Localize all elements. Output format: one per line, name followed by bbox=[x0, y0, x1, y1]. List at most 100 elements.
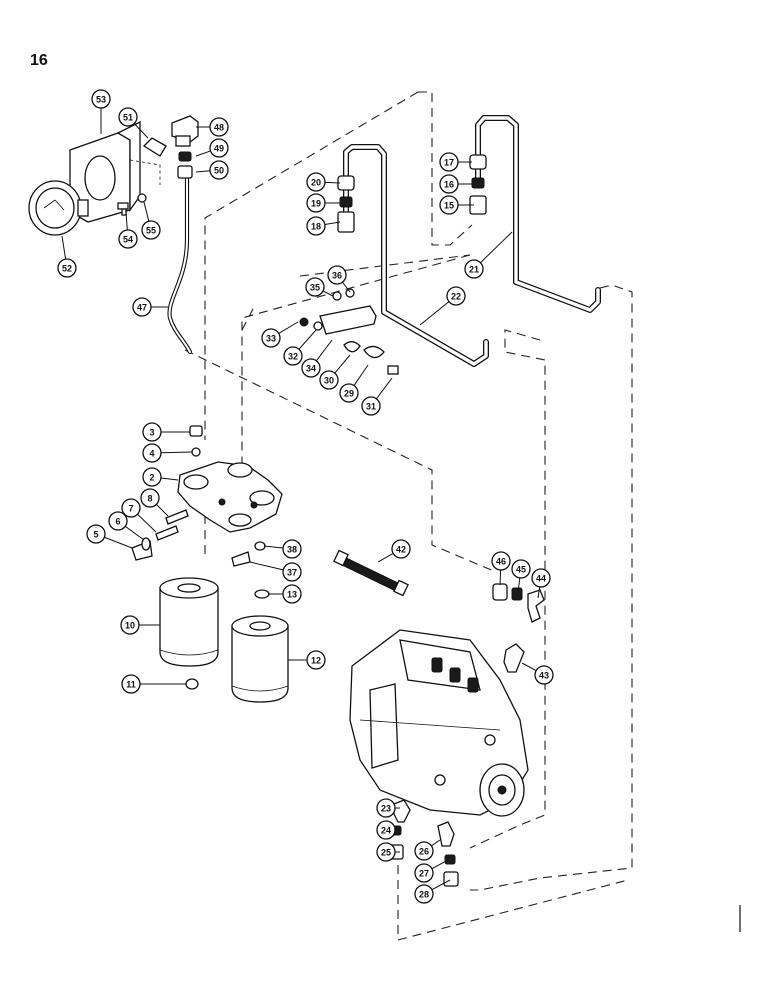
callout-24: 24 bbox=[376, 820, 400, 840]
page-number: 16 bbox=[30, 52, 48, 69]
callout-circle bbox=[209, 138, 229, 158]
callout-number: 43 bbox=[539, 671, 549, 681]
callout-5: 5 bbox=[86, 524, 133, 549]
fitting-stack-43-46 bbox=[492, 583, 545, 673]
callout-13: 13 bbox=[268, 584, 302, 604]
callout-circle bbox=[282, 562, 302, 582]
callout-number: 42 bbox=[396, 545, 406, 555]
callout-number: 48 bbox=[214, 123, 224, 133]
filter-hardware bbox=[185, 541, 270, 690]
callout-number: 26 bbox=[419, 847, 429, 857]
callout-number: 6 bbox=[115, 517, 120, 527]
dashed-routing-lines bbox=[184, 91, 633, 941]
callout-number: 49 bbox=[214, 144, 224, 154]
leader-line bbox=[61, 235, 67, 260]
callout-7: 7 bbox=[121, 498, 157, 533]
callout-3: 3 bbox=[142, 422, 190, 442]
callout-circle bbox=[534, 665, 554, 685]
gauge-line-47 bbox=[167, 175, 193, 355]
leader-line bbox=[125, 211, 128, 231]
callout-number: 28 bbox=[419, 890, 429, 900]
callout-circle bbox=[327, 265, 347, 285]
leader-line bbox=[263, 545, 284, 549]
callout-55: 55 bbox=[141, 201, 161, 240]
fuel-filter-10 bbox=[159, 577, 219, 667]
callout-46: 46 bbox=[491, 551, 511, 586]
leader-line bbox=[133, 123, 149, 139]
callout-26: 26 bbox=[414, 839, 441, 861]
callout-circle bbox=[142, 443, 162, 463]
callout-number: 52 bbox=[62, 264, 72, 274]
leader-line bbox=[195, 170, 211, 173]
callout-8: 8 bbox=[140, 488, 169, 517]
callout-circle bbox=[491, 551, 511, 571]
leader-line bbox=[499, 569, 502, 586]
filter-head bbox=[177, 461, 283, 533]
callout-circle bbox=[132, 297, 152, 317]
leader-line bbox=[517, 577, 521, 593]
callout-number: 7 bbox=[128, 504, 133, 514]
leader-line bbox=[521, 662, 537, 672]
callout-29: 29 bbox=[339, 364, 369, 403]
callout-number: 20 bbox=[311, 178, 321, 188]
callout-circle bbox=[282, 539, 302, 559]
clamp-bracket-assembly bbox=[299, 288, 399, 375]
callout-circle bbox=[319, 370, 339, 390]
callout-number: 8 bbox=[147, 494, 152, 504]
callout-43: 43 bbox=[521, 662, 554, 685]
callout-44: 44 bbox=[531, 568, 551, 599]
callout-circle bbox=[306, 193, 326, 213]
callout-circle bbox=[120, 615, 140, 635]
callout-number: 15 bbox=[444, 201, 454, 211]
callout-number: 45 bbox=[516, 565, 526, 575]
callout-6: 6 bbox=[108, 511, 145, 541]
callout-19: 19 bbox=[306, 193, 340, 213]
callout-circle bbox=[414, 884, 434, 904]
callout-28: 28 bbox=[414, 879, 451, 904]
callout-circle bbox=[391, 539, 411, 559]
callout-37: 37 bbox=[249, 561, 302, 582]
callout-number: 17 bbox=[444, 158, 454, 168]
callout-21: 21 bbox=[464, 231, 513, 279]
callout-35: 35 bbox=[305, 277, 334, 297]
leader-line bbox=[137, 513, 157, 533]
callout-number: 4 bbox=[149, 449, 154, 459]
leader-line bbox=[431, 879, 451, 891]
leader-line bbox=[160, 477, 179, 481]
callout-number: 32 bbox=[288, 352, 298, 362]
sleeve-42 bbox=[333, 549, 409, 597]
fuel-tube-22 bbox=[343, 144, 489, 367]
fuel-pressure-gauge bbox=[28, 180, 89, 236]
leader-line bbox=[249, 561, 284, 571]
callout-circle bbox=[301, 358, 321, 378]
leader-line bbox=[278, 321, 299, 334]
callout-circle bbox=[283, 346, 303, 366]
callout-circle bbox=[108, 511, 128, 531]
leader-line bbox=[537, 586, 541, 599]
leader-line bbox=[315, 339, 333, 362]
callout-25: 25 bbox=[376, 842, 400, 862]
callout-12: 12 bbox=[288, 650, 326, 670]
callout-number: 46 bbox=[496, 557, 506, 567]
leader-line bbox=[375, 377, 393, 400]
leader-line bbox=[353, 364, 369, 386]
leader-line bbox=[124, 525, 145, 541]
callout-circle bbox=[261, 328, 281, 348]
callout-34: 34 bbox=[301, 339, 333, 378]
callout-circle bbox=[86, 524, 106, 544]
callout-circle bbox=[414, 863, 434, 883]
callout-10: 10 bbox=[120, 615, 160, 635]
callout-circle bbox=[142, 467, 162, 487]
callout-16: 16 bbox=[439, 174, 474, 194]
leader-line bbox=[377, 552, 394, 563]
callout-32: 32 bbox=[283, 329, 317, 366]
callout-number: 29 bbox=[344, 389, 354, 399]
callout-2: 2 bbox=[142, 467, 179, 487]
callout-33: 33 bbox=[261, 321, 299, 348]
callout-circle bbox=[464, 259, 484, 279]
callout-11: 11 bbox=[121, 674, 186, 694]
callout-number: 21 bbox=[469, 265, 479, 275]
callout-47: 47 bbox=[132, 297, 168, 317]
callout-number: 24 bbox=[381, 826, 391, 836]
